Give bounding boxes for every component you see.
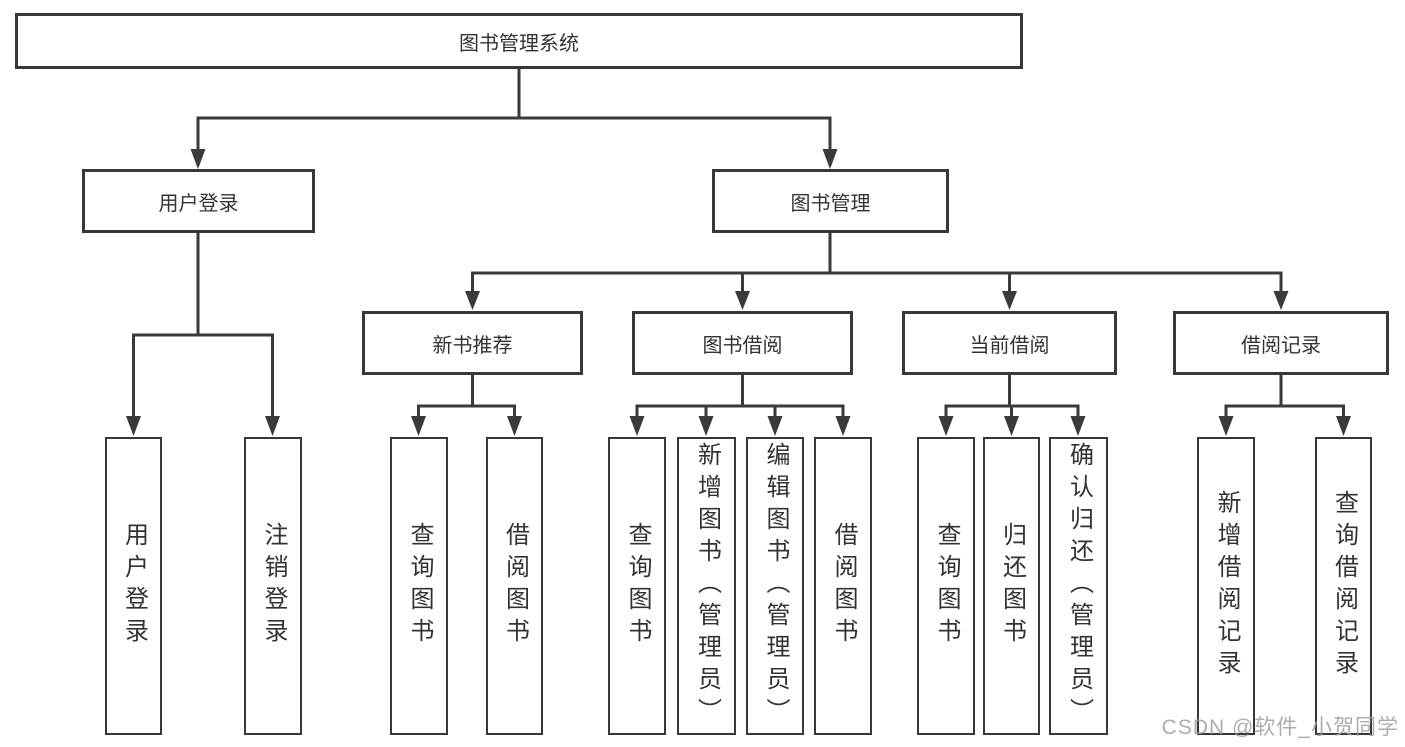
node-book-management: 图书管理 — [712, 169, 949, 233]
node-label: 查询借阅记录 — [1330, 490, 1358, 682]
leaf-borrow-books: 借阅图书 — [814, 437, 872, 735]
leaf-query-borrow-record: 查询借阅记录 — [1315, 437, 1372, 735]
node-label: 查询图书 — [933, 522, 960, 650]
leaf-add-borrow-record: 新增借阅记录 — [1197, 437, 1255, 735]
node-label: 新增借阅记录 — [1213, 490, 1240, 682]
node-user-login: 用户登录 — [82, 169, 315, 233]
node-label: 借阅图书 — [830, 522, 857, 650]
node-current-borrowing: 当前借阅 — [902, 311, 1117, 375]
node-new-book-recommend: 新书推荐 — [362, 311, 583, 375]
node-borrowing-records: 借阅记录 — [1173, 311, 1389, 375]
leaf-query-books-current: 查询图书 — [917, 437, 975, 735]
node-label: 新增图书（管理员） — [693, 442, 721, 730]
leaf-logout: 注销登录 — [244, 437, 302, 735]
leaf-edit-books-admin: 编辑图书（管理员） — [746, 437, 804, 735]
leaf-query-books-recommend: 查询图书 — [390, 437, 448, 735]
leaf-borrow-books-recommend: 借阅图书 — [486, 437, 543, 735]
node-book-borrowing: 图书借阅 — [632, 311, 853, 375]
leaf-user-login: 用户登录 — [105, 437, 162, 735]
node-label: 注销登录 — [260, 522, 287, 650]
node-label: 借阅图书 — [501, 522, 529, 650]
node-label: 当前借阅 — [969, 334, 1050, 357]
node-root: 图书管理系统 — [15, 13, 1023, 69]
leaf-confirm-return-admin: 确认归还（管理员） — [1049, 437, 1108, 735]
node-label: 确认归还（管理员） — [1065, 442, 1093, 730]
node-label: 图书管理 — [790, 192, 871, 215]
node-label: 归还图书 — [998, 522, 1026, 650]
node-label: 图书借阅 — [702, 334, 783, 357]
leaf-return-books: 归还图书 — [983, 437, 1040, 735]
watermark: CSDN @软件_小贺同学 — [1161, 716, 1399, 739]
node-label: 用户登录 — [120, 522, 148, 650]
node-label: 查询图书 — [624, 522, 651, 650]
node-label: 用户登录 — [158, 192, 239, 215]
node-label: 借阅记录 — [1241, 334, 1321, 357]
node-label: 编辑图书（管理员） — [762, 442, 789, 730]
leaf-add-books-admin: 新增图书（管理员） — [677, 437, 736, 735]
node-label: 图书管理系统 — [459, 32, 579, 55]
tree-edges — [132, 66, 1345, 420]
leaf-query-books-borrowing: 查询图书 — [608, 437, 666, 735]
node-label: 查询图书 — [406, 522, 433, 650]
node-label: 新书推荐 — [432, 334, 513, 357]
arrowhead-icons — [126, 149, 1351, 436]
